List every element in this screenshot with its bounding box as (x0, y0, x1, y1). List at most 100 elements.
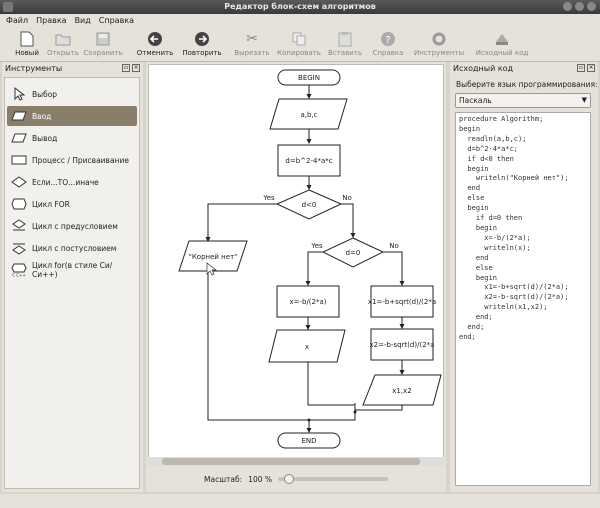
menu-edit[interactable]: Правка (36, 16, 67, 25)
precondition-loop-icon (11, 219, 27, 233)
mouse-cursor-icon (206, 262, 218, 276)
cond2-diamond[interactable] (321, 237, 385, 268)
redo-icon (193, 30, 211, 48)
source-panel: Исходный код ▫ × Выберите язык программи… (450, 62, 598, 492)
line-x-merge (307, 362, 355, 406)
tool-while[interactable]: Цикл с предусловием (7, 216, 137, 236)
maximize-icon[interactable] (575, 2, 584, 11)
tool-if[interactable]: Если...ТО...иначе (7, 172, 137, 192)
open-button[interactable]: Открыть (46, 30, 80, 57)
zoom-slider-handle[interactable] (284, 474, 294, 484)
copy-button[interactable]: Копировать (275, 30, 323, 57)
zoom-slider[interactable] (278, 474, 388, 484)
tool-input[interactable]: Ввод (7, 106, 137, 126)
help-button[interactable]: ? Справка (370, 30, 406, 57)
source-code-button[interactable]: Исходный код (472, 30, 532, 57)
tools-button[interactable]: Инструменты (414, 30, 464, 57)
x1-assign-block[interactable] (370, 285, 434, 318)
line-noroots-merge (207, 271, 309, 421)
status-bar (0, 494, 600, 508)
svg-text:C C++: C C++ (12, 273, 26, 278)
x2-assign-block[interactable] (370, 328, 434, 361)
cond2-label: d=0 (346, 249, 361, 257)
junction-dot (307, 418, 311, 422)
menu-view[interactable]: Вид (74, 16, 91, 25)
line-x12-merge (355, 405, 403, 411)
flowchart-panel: BEGIN a,b,c d=b^2-4*a*c d<0 Yes No "Корн… (146, 62, 446, 492)
cut-icon: ✂ (246, 31, 258, 47)
flowchart-canvas[interactable]: BEGIN a,b,c d=b^2-4*a*c d<0 Yes No "Корн… (148, 64, 444, 466)
undo-button[interactable]: Отменить (135, 30, 175, 57)
tools-panel-header: Инструменты ▫ × (5, 64, 140, 73)
zoom-value: 100 % (248, 474, 272, 484)
paste-icon (336, 30, 354, 48)
panel-close-icon[interactable]: × (587, 64, 595, 72)
cut-button[interactable]: ✂ Вырезать (234, 31, 270, 57)
source-code-icon (493, 30, 511, 48)
source-panel-header: Исходный код ▫ × (453, 64, 595, 73)
language-select[interactable]: Паскаль ▼ (455, 93, 591, 108)
canvas-hscrollbar[interactable] (148, 457, 444, 466)
cond2-no-label: No (389, 242, 399, 250)
arrow-cond1-yes (205, 203, 277, 242)
zoom-row: Масштаб: 100 % (146, 470, 446, 488)
postcondition-loop-icon (11, 241, 27, 255)
close-icon[interactable] (587, 2, 596, 11)
tool-for[interactable]: Цикл FOR (7, 194, 137, 214)
new-button[interactable]: Новый (10, 30, 44, 57)
save-button[interactable]: Сохранить (83, 30, 123, 57)
x-output-label: x (305, 343, 309, 351)
x2-assign-label: x2=-b-sqrt(d)/(2*a (370, 341, 435, 349)
panel-float-icon[interactable]: ▫ (122, 64, 130, 72)
cond2-yes-label: Yes (310, 242, 323, 250)
redo-button[interactable]: Повторить (181, 30, 223, 57)
junction-dot (353, 410, 357, 414)
x-output-block[interactable] (268, 329, 346, 363)
panel-float-icon[interactable]: ▫ (577, 64, 585, 72)
language-label: Выберите язык программирования: (456, 80, 598, 89)
source-code-text: procedure Algorithm; begin readln(a,b,c)… (459, 115, 569, 341)
tool-do-while[interactable]: Цикл с постусловием (7, 238, 137, 258)
c-for-loop-icon: C C++ (11, 263, 27, 277)
undo-icon (146, 30, 164, 48)
paste-button[interactable]: Вставить (325, 30, 365, 57)
x12-output-block[interactable] (362, 374, 442, 406)
x12-output-label: x1,x2 (392, 387, 411, 395)
source-code-view[interactable]: procedure Algorithm; begin readln(a,b,c)… (455, 112, 591, 486)
new-document-icon (18, 30, 36, 48)
arrow-cond2-yes (305, 251, 323, 286)
toolbar: Новый Открыть Сохранить Отменить Повтори… (0, 28, 600, 62)
arrow-cond2-no (383, 251, 405, 286)
tool-process[interactable]: Процесс / Присваивание (7, 150, 137, 170)
copy-icon (290, 30, 308, 48)
x1-assign-label: x1=-b+sqrt(d)/(2*a (368, 298, 436, 306)
process-d-block[interactable] (277, 144, 341, 177)
help-icon: ? (379, 30, 397, 48)
begin-terminator[interactable] (277, 69, 341, 86)
no-roots-output[interactable] (178, 240, 248, 272)
menu-file[interactable]: Файл (6, 16, 29, 25)
cond1-no-label: No (342, 194, 352, 202)
cursor-icon (11, 87, 27, 101)
tools-icon (430, 30, 448, 48)
end-terminator[interactable] (277, 432, 341, 449)
arrow-cond1-no (341, 203, 356, 238)
scrollbar-thumb[interactable] (162, 458, 420, 465)
zoom-label: Масштаб: (204, 474, 243, 484)
line-inner-merge (309, 412, 356, 421)
end-label: END (301, 437, 316, 445)
begin-label: BEGIN (298, 74, 320, 82)
tool-c-for[interactable]: C C++ Цикл for(в стиле Си/Си++) (11, 261, 113, 279)
process-d-label: d=b^2-4*a*c (285, 157, 332, 165)
input-block[interactable] (269, 98, 348, 130)
tool-select[interactable]: Выбор (7, 84, 137, 104)
window-menu-icon[interactable] (3, 2, 13, 12)
open-folder-icon (54, 30, 72, 48)
output-block-icon (11, 131, 27, 145)
menu-help[interactable]: Справка (98, 16, 135, 25)
minimize-icon[interactable] (563, 2, 572, 11)
panel-close-icon[interactable]: × (132, 64, 140, 72)
cond1-diamond[interactable] (275, 189, 343, 220)
x-assign-block[interactable] (276, 285, 340, 318)
tool-output[interactable]: Вывод (7, 128, 137, 148)
